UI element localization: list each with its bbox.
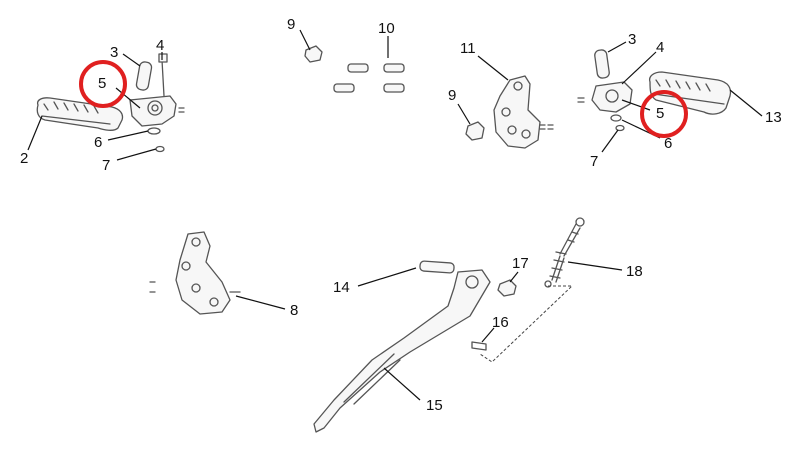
callout-15: 15 (426, 397, 443, 414)
leader-15 (383, 367, 421, 401)
spring-path-dashed (479, 285, 574, 363)
right-footpeg-assembly (577, 49, 732, 132)
callout-18: 18 (626, 263, 643, 280)
callout-7b: 7 (590, 153, 598, 170)
leader-18 (567, 261, 623, 271)
callout-13: 13 (765, 109, 782, 126)
highlight-ring-left-5 (79, 60, 127, 108)
stand-spring (544, 217, 585, 288)
leader-7b (601, 129, 619, 153)
callout-4b: 4 (656, 39, 664, 56)
leader-7a (116, 148, 157, 161)
callout-6b: 6 (664, 135, 672, 152)
leader-17 (509, 271, 519, 283)
bolt-set-top (304, 45, 405, 93)
callout-9b: 9 (448, 87, 456, 104)
callout-5a: 5 (98, 75, 106, 92)
highlight-ring-right-5 (640, 90, 688, 138)
callout-5b: 5 (656, 105, 664, 122)
leader-9b (457, 103, 471, 125)
leader-16 (481, 327, 495, 343)
leader-14 (357, 267, 417, 287)
callout-10: 10 (378, 20, 395, 37)
leader-2 (27, 115, 43, 151)
leader-9a (299, 29, 311, 51)
leader-5b (621, 99, 651, 111)
callout-6a: 6 (94, 134, 102, 151)
callout-7a: 7 (102, 157, 110, 174)
leader-8 (235, 295, 286, 310)
callout-3b: 3 (628, 31, 636, 48)
callout-8: 8 (290, 302, 298, 319)
leader-4b (621, 51, 657, 85)
callout-16: 16 (492, 314, 509, 331)
right-bracket (465, 75, 554, 149)
leader-3b (607, 41, 627, 53)
callout-14: 14 (333, 279, 350, 296)
callout-9a: 9 (287, 16, 295, 33)
side-stand (313, 260, 517, 433)
leader-11 (477, 55, 509, 81)
leader-5a (115, 87, 141, 109)
lower-bracket (149, 231, 241, 315)
callout-2: 2 (20, 150, 28, 167)
callout-11: 11 (460, 40, 476, 57)
leader-3a (122, 53, 141, 67)
callout-4a: 4 (156, 37, 164, 54)
leader-13 (729, 89, 763, 117)
callout-3a: 3 (110, 44, 118, 61)
leader-6a (107, 130, 149, 141)
callout-17: 17 (512, 255, 529, 272)
